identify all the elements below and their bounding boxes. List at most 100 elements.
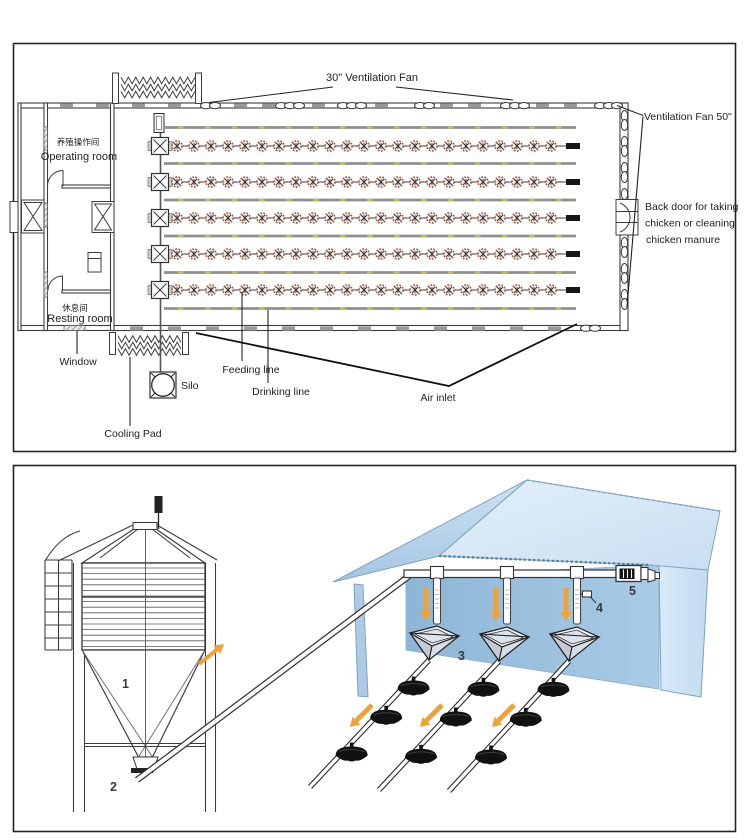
- annotation-leaders: [76, 86, 644, 426]
- silo-label: Silo: [181, 380, 199, 392]
- bottom-wall-air-inlets: [130, 324, 601, 332]
- silo-symbol: [149, 371, 177, 399]
- poultry-house-3d: [332, 479, 721, 698]
- auger-flow-arrow: [197, 644, 224, 666]
- feed-pan-icon: [537, 677, 570, 697]
- left-entrance-doors: [9, 199, 115, 234]
- pan-line-flow-arrow: [420, 703, 444, 727]
- feed-line-end-cap: [566, 287, 580, 293]
- number-3-hopper: 3: [458, 649, 465, 663]
- number-5-motor: 5: [629, 584, 636, 598]
- feeding-line-label: Feeding line: [222, 364, 279, 376]
- feeding-line-row: [147, 244, 580, 264]
- feeding-line-row: [147, 172, 580, 192]
- feed-drop-tube: [499, 565, 515, 625]
- drinking-line-row: [164, 271, 576, 274]
- feed-line-end-cap: [566, 179, 580, 185]
- room-furniture: [87, 252, 102, 273]
- ventilation-fan-50-icon: [620, 145, 629, 157]
- feed-line-end-cap: [566, 251, 580, 257]
- feed-line-end-cap: [566, 215, 580, 221]
- hoppers-and-pan-lines: [197, 588, 601, 793]
- back-door-label-2: chicken or cleaning: [645, 218, 735, 230]
- silo-ladder-cage: [44, 559, 73, 651]
- feed-pan-icon: [405, 744, 437, 764]
- roof-eave-edge: [438, 554, 651, 567]
- feed-drop-tube: [569, 565, 585, 625]
- feeding-line-row: [147, 208, 580, 228]
- air-inlet-label: Air inlet: [420, 392, 455, 404]
- drive-motor: [615, 564, 660, 583]
- feed-hopper-3d: [478, 626, 531, 663]
- ventilation-fan-50-icon: [620, 171, 629, 183]
- pan-feeder-line: [446, 659, 572, 793]
- feed-pan-icon: [370, 705, 403, 725]
- feed-pan-icon: [475, 745, 507, 765]
- number-2-auger: 2: [110, 780, 117, 794]
- feed-silo: [44, 496, 218, 812]
- equipment-rows: [60, 102, 629, 332]
- drinking-line-row: [164, 126, 576, 129]
- resting-room-label: Resting room: [47, 313, 112, 325]
- roof-right-plane: [437, 479, 721, 571]
- ventilation-fan-50-icon: [620, 272, 629, 284]
- feed-line-end-cap: [566, 143, 580, 149]
- resting-room-label-cn: 休息间: [62, 303, 88, 313]
- window-openings: [43, 126, 86, 331]
- drinking-line-row: [164, 307, 576, 310]
- feeding-line-row: [147, 280, 580, 300]
- ventilation-fan-30-icon: [293, 102, 305, 110]
- ventilation-fan-50-icon: [620, 119, 629, 131]
- back-door-label-1: Back door for taking: [645, 201, 739, 213]
- feed-pan-icon: [335, 742, 368, 762]
- drinking-line-row: [164, 162, 576, 165]
- pan-line-flow-arrow: [350, 703, 374, 727]
- feed-drop-arrow: [560, 588, 572, 621]
- room-doors: [47, 169, 64, 291]
- feeding-line-row: [147, 136, 580, 156]
- right-wall: [658, 564, 709, 698]
- feed-hopper-3d: [408, 625, 461, 662]
- feed-drop-arrow: [490, 588, 502, 621]
- feed-level-valve: [580, 590, 597, 604]
- feed-pan-icon: [397, 676, 430, 696]
- fan-top-label: 30" Ventilation Fan: [326, 72, 418, 84]
- pan-line-flow-arrow: [492, 703, 516, 727]
- feeding-system-panel: 1 2 3 4 5: [12, 464, 737, 833]
- number-1-silo: 1: [122, 677, 129, 691]
- ventilation-fan-30-icon: [209, 102, 221, 110]
- feed-pan-icon: [509, 707, 542, 727]
- feed-pipe-assembly: [403, 564, 660, 625]
- fan-right-label: Ventilation Fan 50": [644, 111, 732, 123]
- feed-pan-icon: [467, 677, 500, 697]
- back-door: [615, 199, 639, 236]
- back-door-label-3: chicken manure: [646, 234, 720, 246]
- feed-pan-icon: [439, 707, 472, 727]
- feed-hopper-3d: [548, 626, 601, 663]
- feed-drop-tube: [429, 565, 445, 625]
- cooling-pad-top: [109, 72, 202, 355]
- silo-level-sensor: [154, 496, 163, 513]
- auger-transport-tube: [135, 573, 411, 783]
- ventilation-fan-30-icon: [423, 102, 435, 110]
- operating-room-label: Operating room: [41, 151, 117, 163]
- cooling-pad-zigzag: [117, 76, 196, 357]
- silo-body: [81, 562, 206, 651]
- cooling-pad-label: Cooling Pad: [104, 428, 161, 440]
- drinking-line-row: [164, 234, 576, 238]
- drinking-line-label: Drinking line: [252, 386, 310, 398]
- ventilation-fan-50-icon: [620, 188, 629, 200]
- feed-drop-arrow: [420, 588, 432, 621]
- pan-feeder-line: [307, 658, 432, 789]
- operating-room-label-cn: 养殖操作间: [57, 137, 100, 147]
- ventilation-fan-50-icon: [620, 246, 629, 258]
- pan-feeder-line: [376, 659, 502, 792]
- top-panel-border: [12, 42, 737, 453]
- ventilation-fan-30-icon: [355, 102, 367, 110]
- floor-plan-panel: 30" Ventilation Fan Ventilation Fan 50" …: [9, 42, 739, 453]
- ventilation-fan-30-icon: [518, 102, 530, 110]
- number-4-valve: 4: [596, 601, 603, 615]
- window-label: Window: [59, 356, 97, 368]
